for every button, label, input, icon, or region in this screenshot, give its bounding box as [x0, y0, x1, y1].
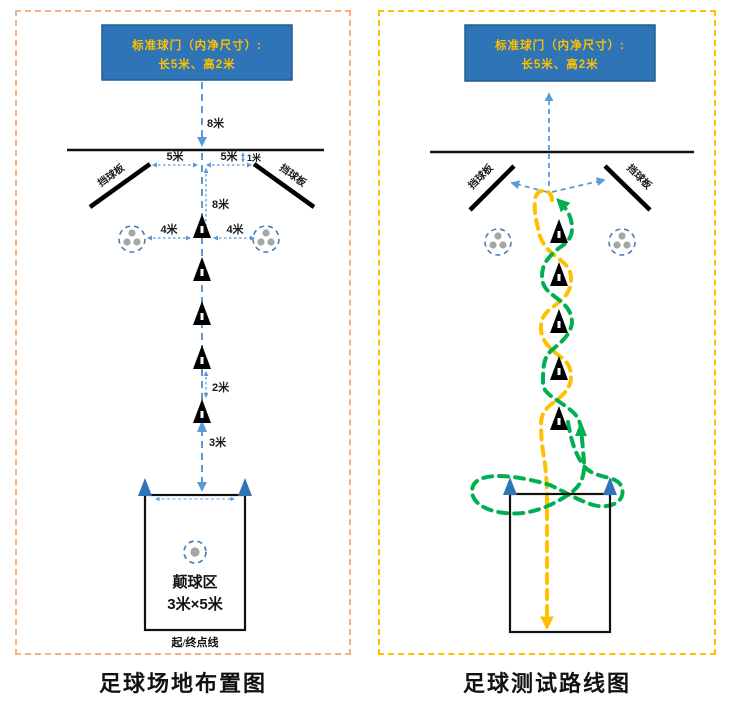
cone [550, 262, 568, 286]
measure-ball-left-4m: 4米 [160, 222, 178, 236]
measure-board-gap-1m: 1米 [247, 152, 262, 163]
test-route-panel: 标准球门（内净尺寸）: 长5米、高2米 挡球板 挡球板 [378, 10, 716, 655]
juggle-area-name: 颠球区 [171, 573, 217, 591]
cone [550, 406, 568, 430]
goal-label-line2: 长5米、高2米 [158, 57, 235, 71]
measure-goal-to-line: 8米 [207, 116, 225, 130]
shot-arrow-left-board [510, 180, 548, 193]
juggle-area-size: 3米×5米 [167, 595, 223, 613]
goal-box [101, 24, 293, 81]
juggle-area-box [508, 492, 612, 634]
axis-up-arrowhead [197, 420, 207, 432]
corner-flag-left [503, 477, 517, 495]
test-route-drawing: 标准球门（内净尺寸）: 长5米、高2米 挡球板 挡球板 [430, 24, 694, 634]
goal-label-line1: 标准球门（内净尺寸）: [494, 38, 625, 52]
field-layout-drawing: 标准球门（内净尺寸）: 长5米、高2米 8米 挡球板 挡球板 5米 5米 1米 … [67, 24, 324, 649]
cone [550, 309, 568, 333]
spare-ball-right [252, 225, 280, 253]
corner-flag-left [138, 478, 152, 496]
measure-cone-gap-2m: 2米 [212, 380, 230, 394]
rebound-board-left [468, 164, 516, 212]
goal-box [464, 24, 656, 82]
corner-flag-right [238, 478, 252, 496]
cone [193, 399, 211, 423]
spare-ball-left [484, 228, 512, 256]
cone [193, 257, 211, 281]
caption-test-route: 足球测试路线图 [462, 671, 631, 696]
rebound-board-right [603, 164, 652, 212]
cone [550, 219, 568, 243]
cone [193, 345, 211, 369]
cone-row [550, 219, 568, 430]
measure-ball-right-4m: 4米 [226, 222, 244, 236]
route-yellow [532, 188, 574, 631]
rebound-board-right [252, 162, 316, 209]
cone [193, 301, 211, 325]
measure-left-5m: 5米 [166, 149, 184, 163]
goal-label-line1: 标准球门（内净尺寸）: [131, 38, 262, 52]
measure-cones-to-area-3m: 3米 [209, 435, 227, 449]
spare-ball-right [608, 228, 636, 256]
measure-right-5m: 5米 [220, 149, 238, 163]
caption-field-layout: 足球场地布置图 [98, 671, 267, 696]
shot-arrow-right-board [551, 177, 606, 193]
rebound-board-left [88, 162, 152, 209]
goal-label-line2: 长5米、高2米 [521, 57, 598, 71]
route-green-mid-arrowhead [575, 421, 587, 436]
juggle-ball [183, 540, 207, 564]
corner-flag-right [603, 477, 617, 495]
juggle-area-box [143, 493, 247, 632]
start-finish-line-label: 起/终点线 [170, 635, 218, 649]
measure-line-to-cones-8m: 8米 [212, 197, 230, 211]
cone [193, 214, 211, 238]
field-layout-panel: 标准球门（内净尺寸）: 长5米、高2米 8米 挡球板 挡球板 5米 5米 1米 … [15, 10, 351, 655]
cone [550, 356, 568, 380]
cone-row [193, 214, 211, 423]
spare-ball-left [118, 225, 146, 253]
